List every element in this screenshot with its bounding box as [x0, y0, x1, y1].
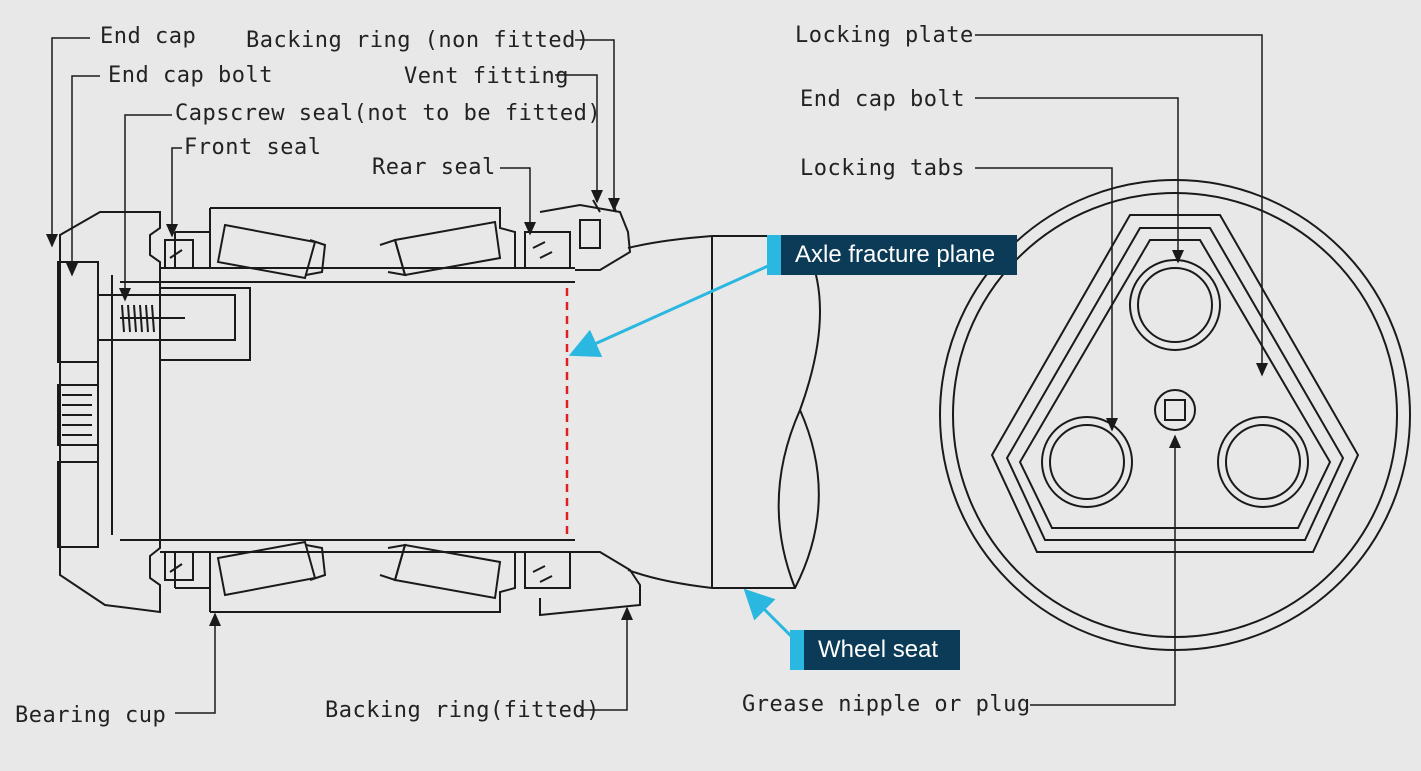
axle-section-view: [57, 199, 821, 617]
label-front-seal: Front seal: [184, 135, 322, 160]
label-end-cap-bolt-left: End cap bolt: [108, 63, 273, 88]
callout-wheel-seat: Wheel seat: [790, 630, 961, 670]
callout-axle-fracture-plane: Axle fracture plane: [767, 235, 1018, 275]
label-locking-tabs: Locking tabs: [800, 156, 965, 181]
label-backing-ring-non-fitted: Backing ring (non fitted): [246, 28, 590, 53]
callout-wheel-seat-text: Wheel seat: [818, 636, 939, 663]
label-rear-seal: Rear seal: [372, 155, 496, 180]
callout-accent: [790, 630, 804, 670]
callout-accent: [767, 235, 781, 275]
label-locking-plate: Locking plate: [795, 23, 974, 48]
label-bearing-cup: Bearing cup: [15, 703, 167, 728]
label-capscrew-seal: Capscrew seal(not to be fitted): [175, 101, 602, 126]
leader-lines: [46, 34, 1268, 714]
label-end-cap-bolt-right: End cap bolt: [800, 87, 965, 112]
label-backing-ring-fitted: Backing ring(fitted): [325, 698, 600, 723]
callout-arrows: [568, 264, 797, 642]
label-vent-fitting: Vent fitting: [404, 64, 569, 89]
label-end-cap: End cap: [100, 24, 197, 49]
callout-axle-fracture-plane-text: Axle fracture plane: [795, 241, 996, 268]
label-grease-nipple: Grease nipple or plug: [742, 692, 1031, 717]
